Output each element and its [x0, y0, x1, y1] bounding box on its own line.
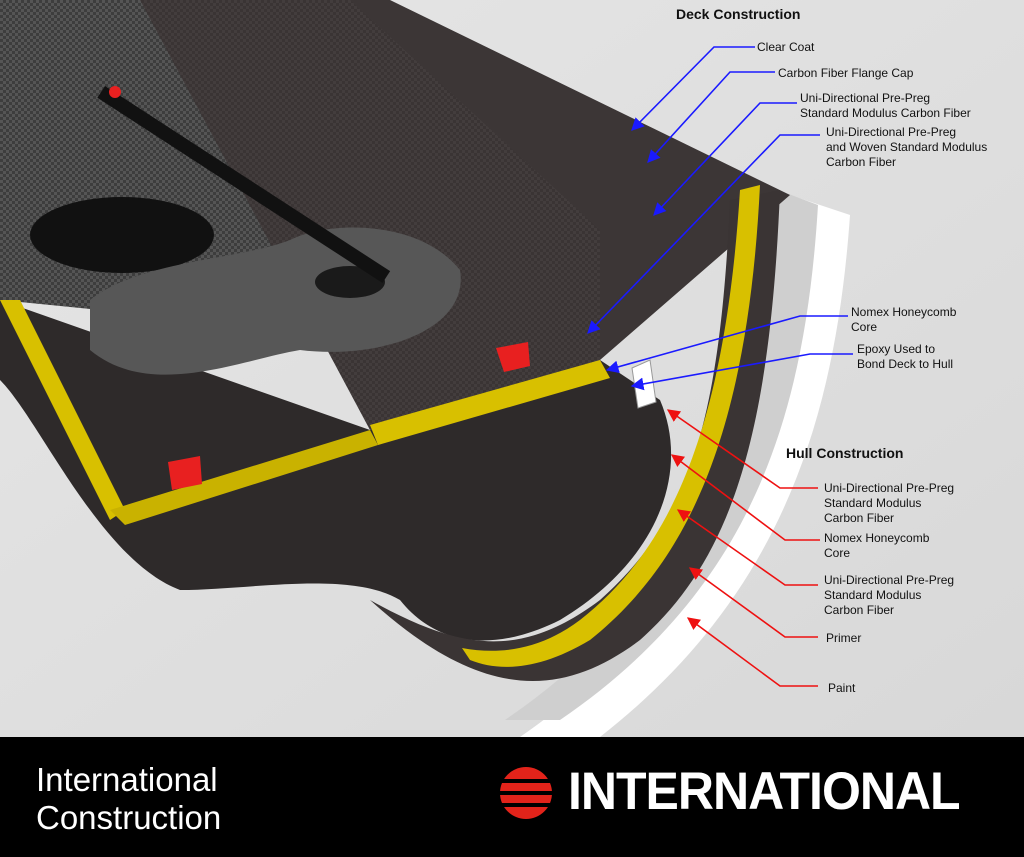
brand-wordmark: INTERNATIONAL — [568, 761, 961, 821]
arrow-clear-coat — [631, 46, 755, 131]
arrow-flange-cap — [647, 71, 775, 163]
arrow-epoxy — [630, 353, 853, 391]
rail-stop-red — [496, 342, 530, 372]
hull-construction-heading: Hull Construction — [786, 445, 904, 461]
seat-grip — [315, 266, 385, 298]
arrow-woven-prepreg — [587, 134, 820, 334]
label-primer: Primer — [826, 631, 862, 645]
deck-inner-panel — [140, 0, 600, 430]
arrow-uni-prepreg-hull-1 — [666, 409, 818, 489]
cockpit-hatch — [30, 197, 214, 273]
seat-rail — [97, 85, 391, 283]
label-uni-prepreg-deck: Uni-Directional Pre-Preg Standard Modulu… — [800, 91, 971, 120]
arrow-primer — [688, 567, 818, 638]
deck-construction-heading: Deck Construction — [676, 6, 801, 22]
callout-arrows — [587, 46, 853, 687]
arrow-nomex-hull — [670, 454, 820, 541]
deck-edge-honeycomb — [0, 300, 125, 520]
deck-honeycomb-core — [370, 360, 610, 445]
label-woven-prepreg: Uni-Directional Pre-Preg and Woven Stand… — [826, 125, 988, 169]
arrow-paint — [686, 617, 818, 687]
label-paint: Paint — [828, 681, 856, 695]
label-uni-prepreg-hull-1: Uni-Directional Pre-Preg Standard Modulu… — [824, 481, 955, 525]
arrow-nomex-deck — [605, 315, 848, 374]
arrow-uni-prepreg-deck — [653, 102, 797, 216]
label-uni-prepreg-hull-2: Uni-Directional Pre-Preg Standard Modulu… — [824, 573, 955, 617]
hull-cavity — [0, 300, 672, 641]
brand-logo-icon — [500, 767, 552, 819]
footer-title: International Construction — [36, 761, 222, 836]
label-nomex-deck: Nomex Honeycomb Core — [851, 305, 957, 334]
rail-stop-red — [168, 456, 202, 490]
label-epoxy: Epoxy Used to Bond Deck to Hull — [857, 342, 954, 371]
paint-layer — [520, 195, 850, 737]
honeycomb-step — [110, 430, 378, 525]
rail-stop-red — [109, 86, 121, 98]
hull-laminate — [370, 190, 780, 681]
construction-diagram: Deck Construction Clear Coat Carbon Fibe… — [0, 0, 1024, 737]
label-nomex-hull: Nomex Honeycomb Core — [824, 531, 930, 560]
arrow-uni-prepreg-hull-2 — [676, 509, 818, 586]
cutaway-illustration — [0, 0, 1024, 737]
label-flange-cap: Carbon Fiber Flange Cap — [778, 66, 914, 80]
label-clear-coat: Clear Coat — [757, 40, 815, 54]
footer-bar: International Construction INTERNATIONAL — [0, 737, 1024, 857]
